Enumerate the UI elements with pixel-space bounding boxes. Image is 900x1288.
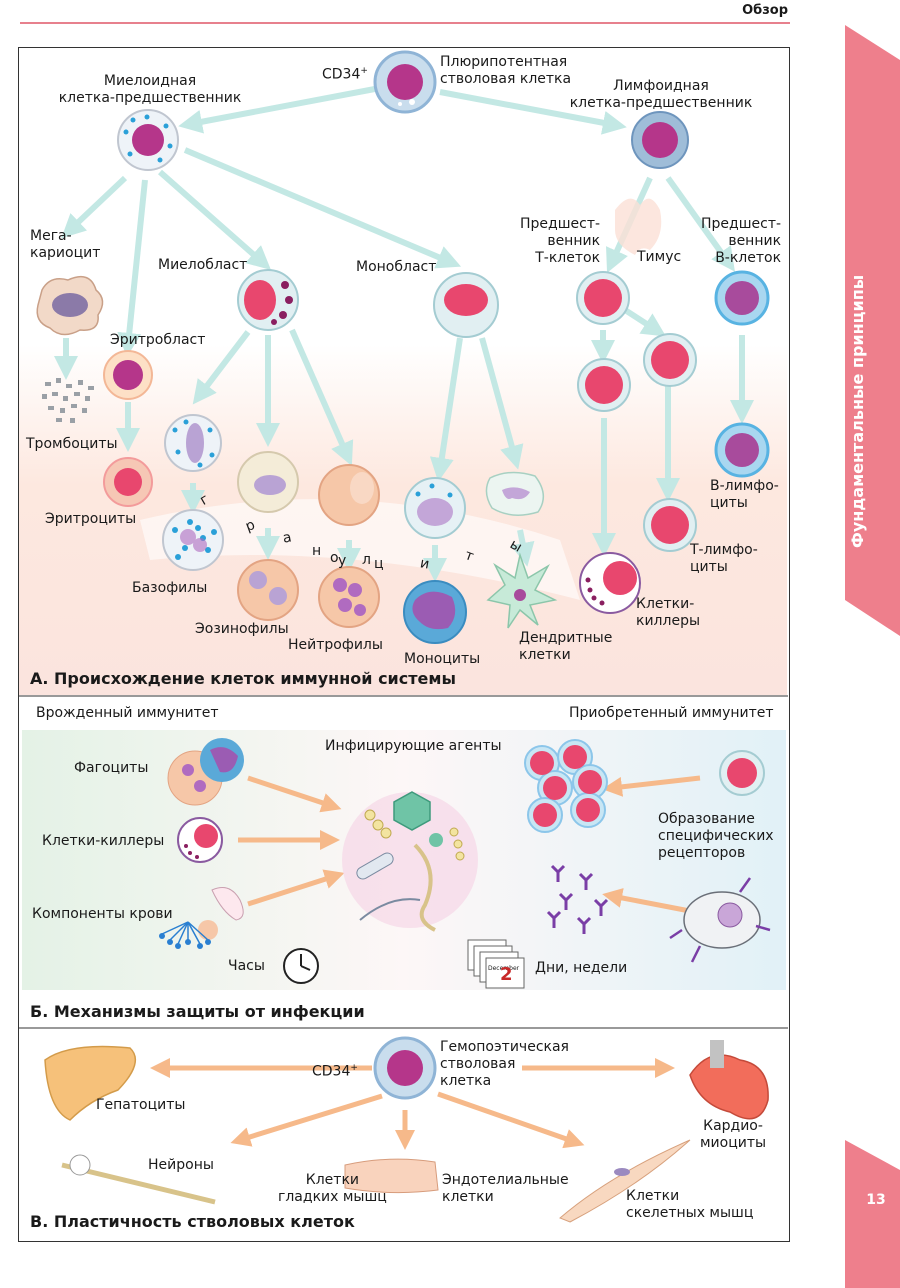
granulocytes-letter: о: [330, 550, 339, 566]
basophils-label: Базофилы: [132, 580, 208, 596]
monoblast-label: Монобласт: [356, 259, 437, 275]
stem-cell-label: Плюрипотентная стволовая клетка: [440, 54, 572, 87]
megakaryocyte-label: Мега- кариоцит: [30, 228, 101, 261]
eosinophils-label: Эозинофилы: [195, 621, 289, 637]
adaptive-immunity-label: Приобретенный иммунитет: [569, 705, 774, 721]
myeloid-progenitor-label: Миелоидная клетка-предшественник: [58, 73, 242, 106]
infecting-agents-label: Инфицирующие агенты: [325, 738, 502, 754]
page-number: 13: [866, 1192, 886, 1208]
innate-immunity-label: Врожденный иммунитет: [36, 705, 219, 721]
lymphoid-progenitor-label: Лимфоидная клетка-предшественник: [569, 78, 753, 111]
cardiomyocytes-label: Кардио- миоциты: [700, 1118, 767, 1151]
calendar-month: December: [488, 965, 520, 972]
granulocytes-letter: ц: [374, 556, 384, 572]
dendritic-label: Дендритные клетки: [519, 630, 613, 663]
b-lymphocytes-label: В-лимфо- циты: [710, 478, 779, 511]
thymus-label: Тимус: [637, 249, 682, 265]
panel-a-title: А. Происхождение клеток иммунной системы: [30, 669, 456, 688]
smooth-muscle-label: Клетки гладких мышц: [278, 1172, 387, 1205]
page-header: Обзор: [20, 0, 790, 24]
b-precursor-label: Предшест- венник В-клеток: [701, 216, 782, 266]
hepatocytes-label: Гепатоциты: [96, 1097, 186, 1113]
hematopoietic-stem-label: Гемопоэтическая стволовая клетка: [440, 1039, 569, 1089]
granulocytes-letter: у: [338, 553, 347, 569]
cd34-label-c: CD34+: [312, 1063, 358, 1080]
killer-cells-label: Клетки- киллеры: [636, 596, 701, 629]
myeloblast-label: Миелобласт: [158, 257, 248, 273]
hours-label: Часы: [228, 958, 265, 974]
killer-cells-b-label: Клетки-киллеры: [42, 833, 165, 849]
panel-b-title: Б. Механизмы защиты от инфекции: [30, 1002, 365, 1021]
skeletal-muscle-label: Клетки скелетных мышц: [626, 1188, 754, 1221]
neurons-label: Нейроны: [148, 1157, 214, 1173]
phagocytes-label: Фагоциты: [74, 760, 149, 776]
blood-components-label: Компоненты крови: [32, 906, 173, 922]
panel-c-title: В. Пластичность стволовых клеток: [30, 1212, 355, 1231]
granulocytes-letter: н: [312, 543, 322, 559]
t-precursor-label: Предшест- венник Т-клеток: [520, 216, 601, 266]
receptors-label: Образование специфических рецепторов: [658, 811, 774, 861]
neutrophils-label: Нейтрофилы: [288, 637, 383, 653]
calendar-day: 2: [500, 964, 513, 985]
cd34-label-a: CD34+: [322, 66, 368, 83]
erythrocytes-label: Эритроциты: [45, 511, 137, 527]
monocytes-label: Моноциты: [404, 651, 481, 667]
t-lymphocytes-label: Т-лимфо- циты: [690, 542, 758, 575]
figure-frame: [18, 47, 790, 1242]
endothelial-label: Эндотелиальные клетки: [442, 1172, 569, 1205]
erythroblast-label: Эритробласт: [110, 332, 206, 348]
platelets-label: Тромбоциты: [26, 436, 118, 452]
days-weeks-label: Дни, недели: [535, 960, 628, 976]
header-section: Обзор: [742, 3, 788, 18]
granulocytes-letter: л: [362, 552, 371, 568]
